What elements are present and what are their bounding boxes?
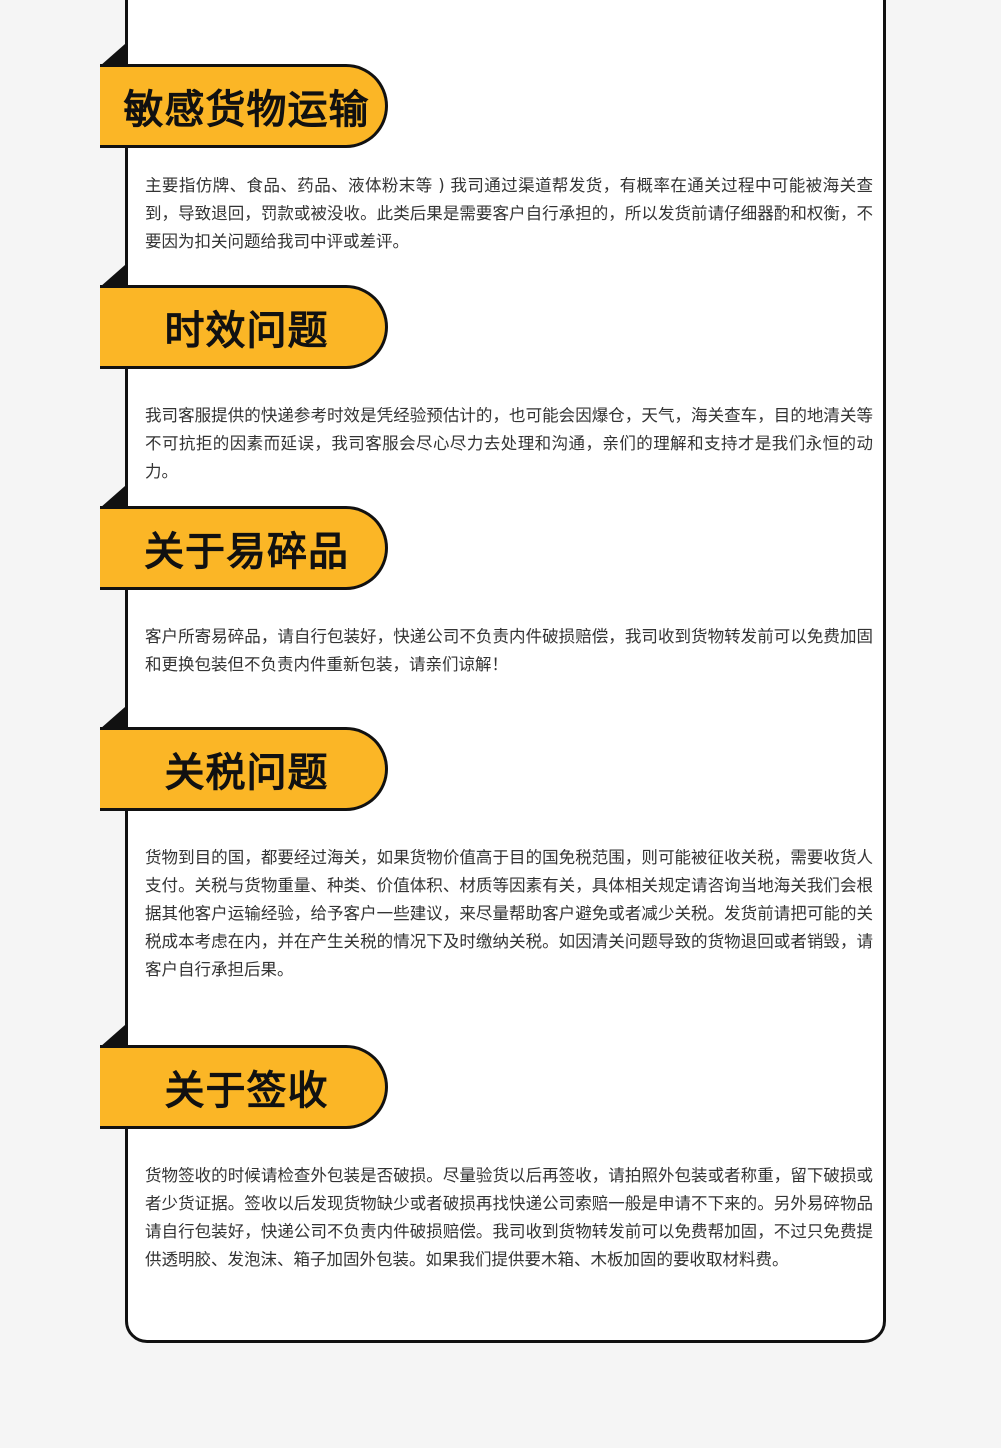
ribbon-fold <box>100 44 125 66</box>
section-body-delivery-time: 我司客服提供的快递参考时效是凭经验预估计的，也可能会因爆仓，天气，海关查车，目的… <box>145 406 873 481</box>
section-body-sign-for-delivery: 货物签收的时候请检查外包装是否破损。尽量验货以后再签收，请拍照外包装或者称重，留… <box>145 1166 873 1269</box>
ribbon-fold <box>100 265 125 287</box>
section-body-fragile-items: 客户所寄易碎品，请自行包装好，快递公司不负责内件破损赔偿，我司收到货物转发前可以… <box>145 627 873 674</box>
section-title-text: 关于签收 <box>164 1068 329 1114</box>
ribbon-fold <box>100 707 125 729</box>
section-title-delivery-time: 时效问题 <box>100 285 388 369</box>
section-title-customs-duty: 关税问题 <box>100 727 388 811</box>
section-title-text: 敏感货物运输 <box>123 87 370 133</box>
section-title-sensitive-goods: 敏感货物运输 <box>100 64 388 148</box>
ribbon-fold <box>100 1025 125 1047</box>
section-body-customs-duty: 货物到目的国，都要经过海关，如果货物价值高于目的国免税范围，则可能被征收关税，需… <box>145 848 873 979</box>
section-title-fragile-items: 关于易碎品 <box>100 506 388 590</box>
section-title-text: 关于易碎品 <box>144 529 349 575</box>
section-title-sign-for-delivery: 关于签收 <box>100 1045 388 1129</box>
section-body-sensitive-goods: 主要指仿牌、食品、药品、液体粉末等 ) 我司通过渠道帮发货，有概率在通关过程中可… <box>145 176 873 251</box>
section-title-text: 时效问题 <box>164 308 329 354</box>
section-title-text: 关税问题 <box>164 750 329 796</box>
ribbon-fold <box>100 486 125 508</box>
